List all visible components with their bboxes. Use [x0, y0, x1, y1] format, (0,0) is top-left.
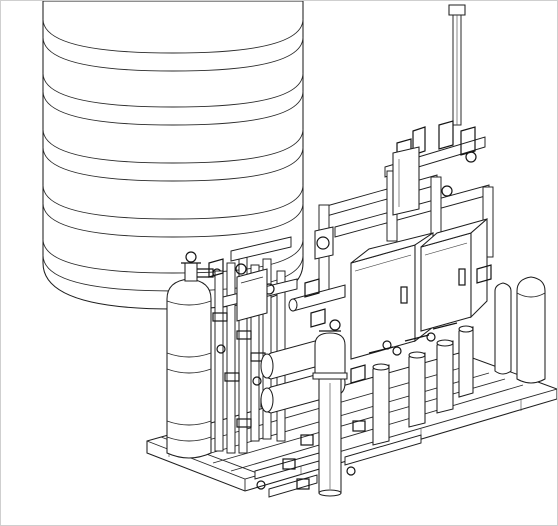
- pressure-vessel: [166, 251, 222, 459]
- cartridge-filter-housing: [312, 330, 348, 497]
- storage-tank: [42, 1, 304, 310]
- small-pressure-vessel: [494, 276, 546, 384]
- upper-pipe-manifold: [314, 120, 494, 296]
- valves: [304, 264, 492, 384]
- pipework-bottom: [254, 420, 422, 498]
- electrical-cabinet: [350, 217, 488, 360]
- vent-pipe: [448, 4, 466, 126]
- cartridge-filter: [368, 322, 474, 446]
